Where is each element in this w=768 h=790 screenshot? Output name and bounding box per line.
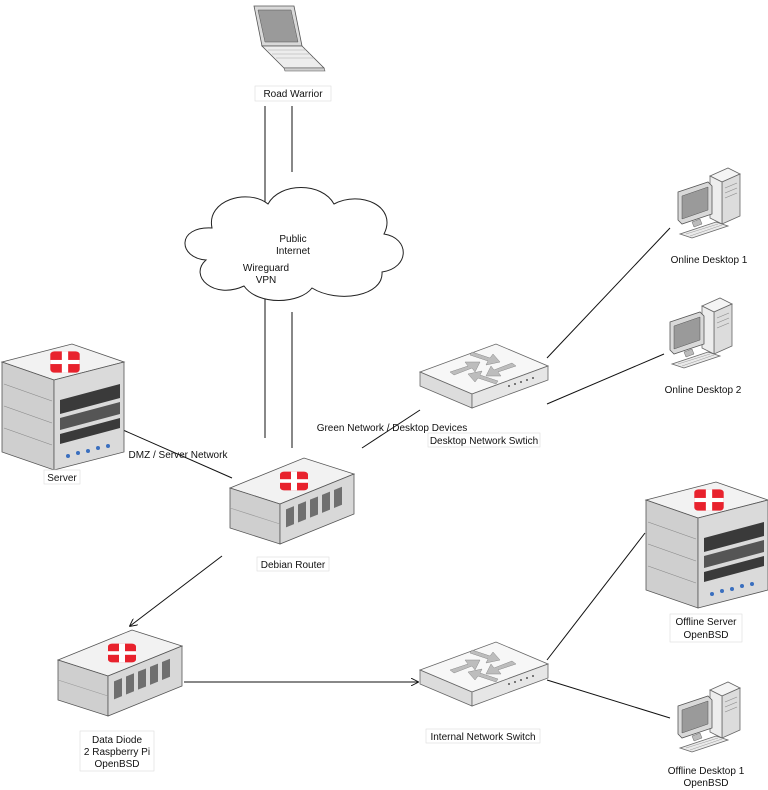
fortinet-rack-server-icon bbox=[2, 344, 124, 470]
desktop-computer-icon bbox=[669, 297, 733, 369]
svg-text:Online Desktop 1: Online Desktop 1 bbox=[671, 255, 748, 266]
public-internet-label: Public Internet bbox=[276, 234, 310, 257]
online-desktop-2-label: Online Desktop 2 bbox=[665, 385, 742, 396]
network-switch-icon bbox=[419, 343, 549, 409]
server-label: Server bbox=[43, 469, 81, 485]
svg-text:Desktop Network Swtich: Desktop Network Swtich bbox=[430, 436, 538, 447]
svg-text:VPN: VPN bbox=[256, 275, 277, 286]
link-router-desktop-switch bbox=[361, 409, 421, 449]
svg-text:OpenBSD: OpenBSD bbox=[94, 759, 139, 770]
svg-text:Offline Desktop 1: Offline Desktop 1 bbox=[668, 766, 745, 777]
svg-text:OpenBSD: OpenBSD bbox=[683, 630, 728, 641]
svg-text:OpenBSD: OpenBSD bbox=[683, 778, 728, 789]
network-switch-icon bbox=[419, 641, 549, 707]
desktop-computer-icon bbox=[677, 167, 741, 239]
data-diode-label: Data Diode 2 Raspberry Pi OpenBSD bbox=[79, 730, 155, 772]
svg-text:Road Warrior: Road Warrior bbox=[263, 89, 323, 100]
svg-text:Data Diode: Data Diode bbox=[92, 735, 142, 746]
svg-text:DMZ / Server Network: DMZ / Server Network bbox=[129, 450, 229, 461]
fortinet-appliance-icon bbox=[230, 458, 354, 544]
svg-text:Wireguard: Wireguard bbox=[243, 263, 289, 274]
link-internal-switch-offline-server bbox=[546, 532, 646, 661]
wireguard-vpn-label: Wireguard VPN bbox=[243, 263, 289, 286]
svg-text:Public: Public bbox=[279, 234, 306, 245]
green-network-label: Green Network / Desktop Devices bbox=[317, 423, 468, 434]
svg-text:Online Desktop 2: Online Desktop 2 bbox=[665, 385, 742, 396]
svg-text:Green Network / Desktop Device: Green Network / Desktop Devices bbox=[317, 423, 468, 434]
fortinet-appliance-icon bbox=[58, 630, 182, 716]
link-desktop-switch-online-desktop-2 bbox=[546, 353, 665, 405]
svg-text:Debian Router: Debian Router bbox=[261, 560, 326, 571]
debian-router-label: Debian Router bbox=[256, 556, 330, 572]
link-desktop-switch-online-desktop-1 bbox=[546, 227, 671, 359]
cloud-icon bbox=[184, 187, 404, 301]
link-server-router bbox=[122, 429, 233, 479]
desktop-computer-icon bbox=[677, 681, 741, 753]
link-internal-switch-offline-desktop bbox=[546, 679, 671, 719]
svg-text:2 Raspberry Pi: 2 Raspberry Pi bbox=[84, 747, 150, 758]
svg-text:Internal Network Switch: Internal Network Switch bbox=[430, 732, 535, 743]
svg-text:Internet: Internet bbox=[276, 246, 310, 257]
dmz-network-label: DMZ / Server Network bbox=[129, 450, 229, 461]
svg-text:Offline Server: Offline Server bbox=[676, 617, 738, 628]
offline-desktop-1-label: Offline Desktop 1 OpenBSD bbox=[668, 766, 745, 789]
desktop-switch-label: Desktop Network Swtich bbox=[427, 432, 541, 448]
svg-text:Server: Server bbox=[47, 473, 77, 484]
fortinet-rack-server-icon bbox=[646, 482, 768, 608]
link-router-data-diode bbox=[130, 555, 223, 626]
road-warrior-label: Road Warrior bbox=[254, 85, 332, 102]
internal-switch-label: Internal Network Switch bbox=[425, 728, 541, 744]
online-desktop-1-label: Online Desktop 1 bbox=[671, 255, 748, 266]
laptop-icon bbox=[253, 5, 326, 72]
offline-server-label: Offline Server OpenBSD bbox=[669, 613, 743, 643]
